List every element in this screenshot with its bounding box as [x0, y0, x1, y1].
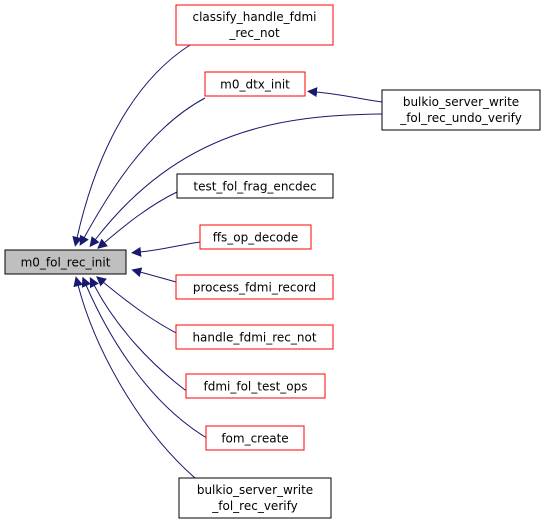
edge-fdmi-ops — [89, 277, 193, 396]
node-label: fdmi_fol_test_ops — [203, 380, 307, 394]
node-test-fol-frag-encdec[interactable]: test_fol_frag_encdec — [176, 173, 334, 199]
node-label: test_fol_frag_encdec — [193, 180, 316, 194]
node-label-line2: _fol_rec_undo_verify — [399, 111, 522, 125]
node-m0-fol-rec-init[interactable]: m0_fol_rec_init — [4, 249, 127, 275]
node-label-line1: bulkio_server_write — [403, 95, 519, 109]
node-bulkio-server-write-fol-rec-undo-verify[interactable]: bulkio_server_write _fol_rec_undo_verify — [381, 89, 541, 131]
edge-bulkio-undo — [89, 113, 383, 248]
edge-test-frag — [97, 191, 178, 249]
node-label-line2: _rec_not — [228, 26, 280, 40]
node-fdmi-fol-test-ops[interactable]: fdmi_fol_test_ops — [185, 373, 326, 399]
node-handle-fdmi-rec-not[interactable]: handle_fdmi_rec_not — [175, 324, 334, 350]
edge-dtx — [79, 97, 206, 246]
node-label-line1: bulkio_server_write — [197, 483, 313, 497]
node-label: ffs_op_decode — [213, 231, 298, 245]
node-classify-handle-fdmi-rec-not[interactable]: classify_handle_fdmi _rec_not — [175, 4, 334, 46]
edge-handle — [96, 276, 183, 337]
edge-ffs — [131, 241, 201, 257]
node-process-fdmi-record[interactable]: process_fdmi_record — [175, 274, 334, 300]
node-label: m0_dtx_init — [220, 78, 290, 92]
node-label: fom_create — [221, 432, 288, 446]
edge-process — [131, 267, 177, 283]
node-ffs-op-decode[interactable]: ffs_op_decode — [199, 224, 312, 250]
edges — [72, 44, 383, 479]
node-fom-create[interactable]: fom_create — [205, 425, 305, 451]
node-label-line2: _fol_rec_verify — [211, 499, 297, 513]
edge-classify — [72, 44, 191, 247]
node-label: process_fdmi_record — [193, 281, 316, 295]
node-m0-dtx-init[interactable]: m0_dtx_init — [204, 71, 306, 97]
node-bulkio-server-write-fol-rec-verify[interactable]: bulkio_server_write _fol_rec_verify — [178, 477, 332, 519]
edge-fom — [81, 276, 211, 441]
node-label: m0_fol_rec_init — [21, 256, 111, 270]
node-label-line1: classify_handle_fdmi — [192, 10, 316, 24]
edge-bulkio-undo-to-dtx — [307, 87, 383, 103]
node-label: handle_fdmi_rec_not — [192, 331, 316, 345]
edge-bulkio-verify — [73, 276, 196, 479]
